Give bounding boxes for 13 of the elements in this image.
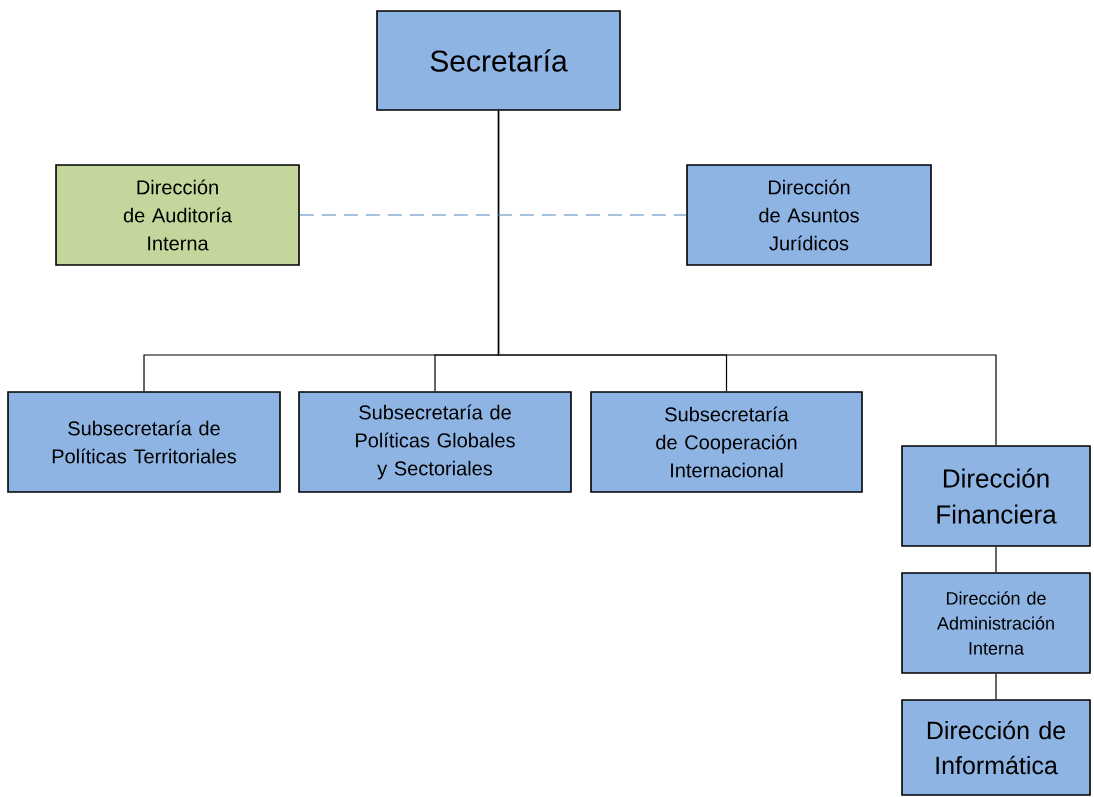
org-box: Subsecretaría de Políticas Globales y Sectoriales (298, 391, 572, 493)
connector-line (995, 546, 997, 573)
org-box: Dirección de Administración Interna (901, 572, 1091, 674)
org-box: Dirección de Informática (901, 699, 1091, 796)
connector-line (995, 673, 997, 700)
connector-line (497, 110, 997, 446)
connector-line (299, 214, 687, 216)
org-box: Secretaría (376, 10, 621, 111)
org-box: Dirección de Auditoría Interna (55, 164, 300, 266)
org-box: Dirección Financiera (901, 445, 1091, 547)
org-box: Subsecretaría de Cooperación Internacional (590, 391, 863, 493)
org-box: Dirección de Asuntos Jurídicos (686, 164, 932, 266)
org-box: Subsecretaría de Políticas Territoriales (7, 391, 281, 493)
